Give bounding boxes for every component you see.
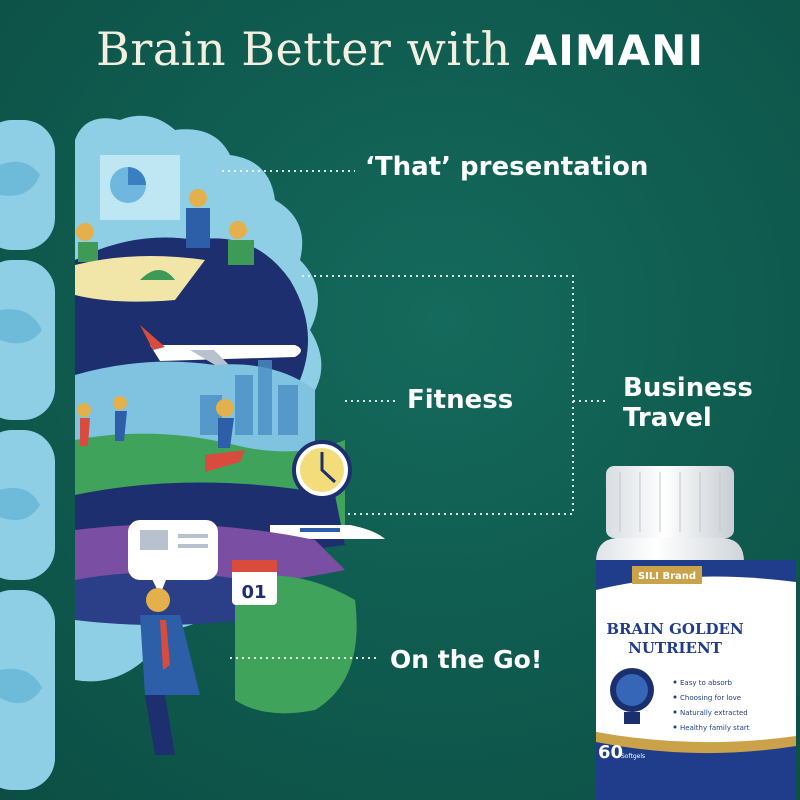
label-business-line1: Business <box>623 373 753 403</box>
bottle-cap <box>606 466 734 538</box>
label-presentation: ‘That’ presentation <box>365 152 649 182</box>
product-feature: Naturally extracted <box>680 709 748 717</box>
label-on-the-go: On the Go! <box>390 645 543 674</box>
product-name-line1: BRAIN GOLDEN <box>606 620 744 638</box>
headline-brand: AIMANI <box>524 26 704 75</box>
product-feature: Easy to absorb <box>680 679 733 687</box>
product-brand-tag: SILI Brand <box>638 571 696 582</box>
supplement-bottle: SILI Brand BRAIN GOLDEN NUTRIENT Easy to… <box>596 466 796 800</box>
message-bubble <box>128 520 218 595</box>
train-icon <box>270 525 385 539</box>
airplane-icon <box>140 325 301 368</box>
calendar-day: 01 <box>241 582 266 603</box>
businessman-figure <box>140 588 200 755</box>
brain-illustration: 01 <box>0 115 385 790</box>
runner-figures <box>77 396 245 472</box>
product-feature: Healthy family start <box>680 724 750 732</box>
headline-text: Brain Better with <box>96 22 511 76</box>
headline: Brain Better with AIMANI <box>0 22 800 76</box>
product-count: 60 <box>598 742 623 763</box>
label-fitness: Fitness <box>407 385 514 415</box>
calendar-icon: 01 <box>232 560 277 605</box>
product-name-line2: NUTRIENT <box>628 639 723 657</box>
product-count-unit: Softgels <box>621 753 645 760</box>
lightbulb-icon <box>610 668 654 724</box>
clock-icon <box>292 440 352 500</box>
label-business-travel: Business Travel <box>623 373 753 433</box>
label-business-line2: Travel <box>623 403 712 433</box>
product-feature: Choosing for love <box>680 694 741 702</box>
